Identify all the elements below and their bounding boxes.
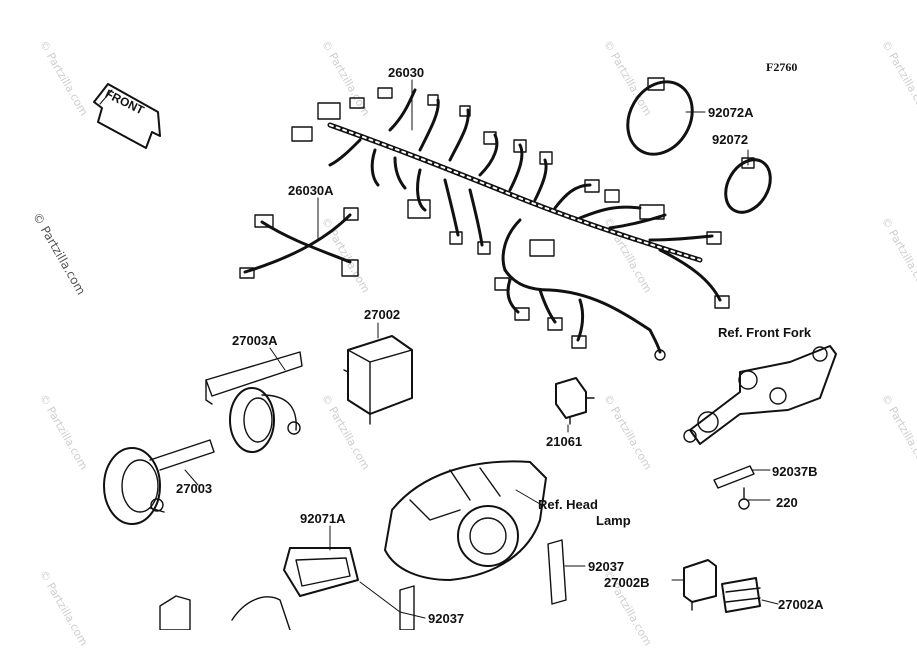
part-label-92037-lower: 92037 [428,611,465,626]
part-label-27003: 27003 [176,481,213,496]
partial-part [231,596,291,630]
part-label-92071a: 92071A [300,511,346,526]
strap-part [713,465,755,489]
part-label-21061: 21061 [546,434,583,449]
part-label-27003a: 27003A [232,333,278,348]
screw-part [738,487,750,510]
partial-part [159,595,191,630]
strap-part [547,539,567,605]
part-label-92037: 92037 [588,559,625,574]
relay-small-a [721,577,761,613]
head-lamp-housing [384,460,547,581]
main-wiring-harness [291,87,730,361]
ref-head-lamp-line1: Ref. Head [538,497,598,512]
sub-harness [239,207,359,279]
front-fork-bracket [683,345,837,445]
relay-box [343,335,413,425]
horn-upper [205,351,303,453]
ref-head-lamp-line2: Lamp [596,513,631,528]
part-label-27002: 27002 [364,307,401,322]
relay-small-b [683,559,717,611]
part-label-92037b: 92037B [772,464,818,479]
clamp-band-large [626,77,694,156]
leader-lines [184,79,779,619]
ref-front-fork: Ref. Front Fork [718,325,812,340]
parts-diagram: © Partzilla.com © Partzilla.com © Partzi… [30,38,917,648]
part-label-92072a: 92072A [708,105,754,120]
diagram-drawing [93,77,837,630]
front-arrow-icon [93,83,161,149]
part-label-92072: 92072 [712,132,749,147]
part-label-27002b: 27002B [604,575,650,590]
switch-part [555,377,595,425]
part-label-26030: 26030 [388,65,425,80]
part-label-27002a: 27002A [778,597,824,612]
horn-lower [103,439,215,525]
strap-part [399,585,415,630]
grommet-part [283,547,359,597]
diagram-code: F2760 [766,60,798,74]
part-label-26030a: 26030A [288,183,334,198]
part-label-220: 220 [776,495,798,510]
